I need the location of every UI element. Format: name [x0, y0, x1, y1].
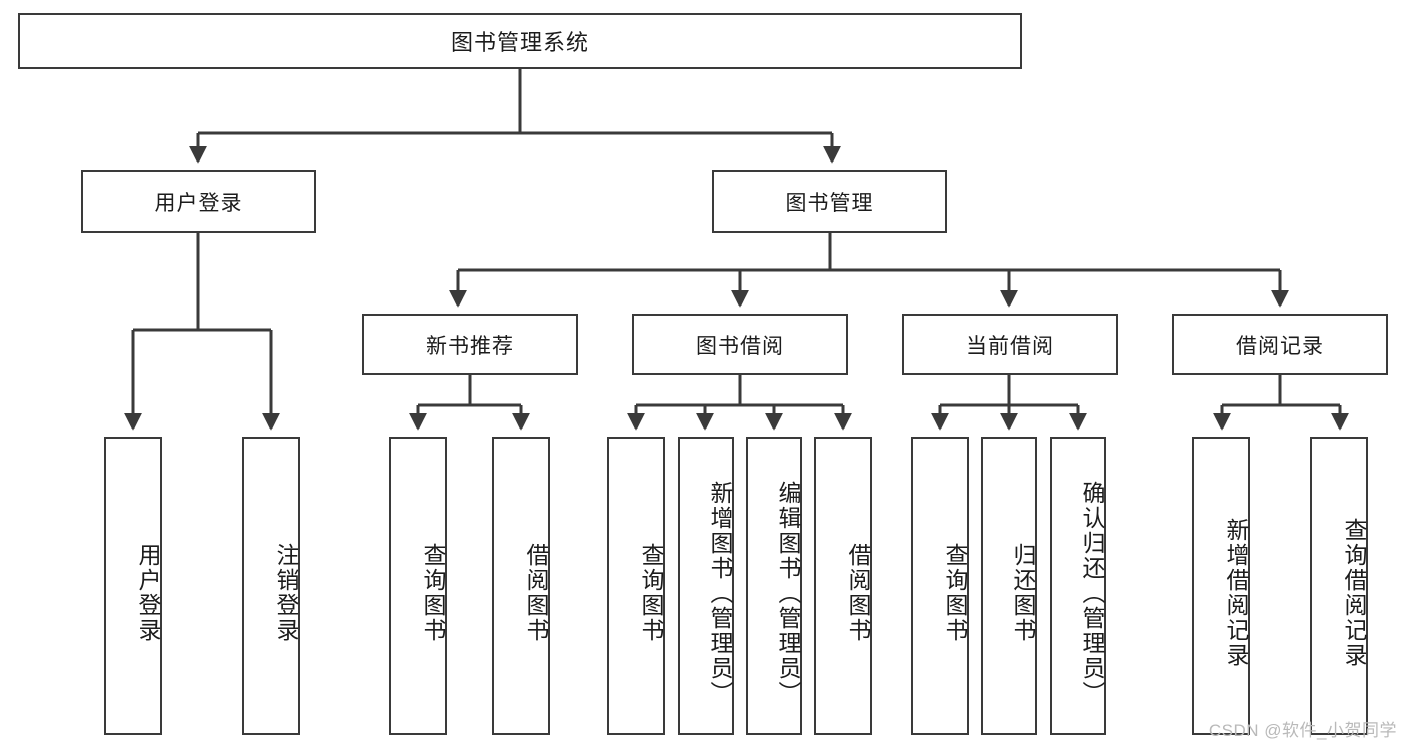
- node-label: 归还图书: [1010, 543, 1036, 643]
- leaf-record-query-borrow-record[interactable]: 查询借阅记录: [1310, 437, 1368, 735]
- node-label: 借阅图书: [523, 543, 549, 643]
- node-label: 图书借阅: [696, 334, 784, 358]
- node-label: 注销登录: [273, 543, 299, 643]
- watermark-text: CSDN @软件_小贺同学: [1208, 721, 1397, 740]
- node-current-borrow[interactable]: 当前借阅: [902, 314, 1118, 375]
- leaf-borrow-query-book[interactable]: 查询图书: [607, 437, 665, 735]
- node-book-management[interactable]: 图书管理: [712, 170, 947, 233]
- node-user-login[interactable]: 用户登录: [81, 170, 316, 233]
- leaf-borrow-edit-book-admin[interactable]: 编辑图书（管理员）: [746, 437, 802, 735]
- node-label: 查询借阅记录: [1341, 518, 1367, 668]
- leaf-current-confirm-return-admin[interactable]: 确认归还（管理员）: [1050, 437, 1106, 735]
- leaf-recommend-borrow-book[interactable]: 借阅图书: [492, 437, 550, 735]
- node-label: 用户登录: [135, 543, 161, 643]
- node-label: 图书管理: [785, 191, 874, 215]
- node-root-system[interactable]: 图书管理系统: [18, 13, 1022, 69]
- node-label: 当前借阅: [966, 334, 1054, 358]
- node-borrow-record[interactable]: 借阅记录: [1172, 314, 1388, 375]
- leaf-current-query-book[interactable]: 查询图书: [911, 437, 969, 735]
- node-label: 新增借阅记录: [1223, 518, 1249, 668]
- node-label: 编辑图书（管理员）: [775, 480, 801, 706]
- leaf-recommend-query-book[interactable]: 查询图书: [389, 437, 447, 735]
- node-label: 新书推荐: [426, 334, 514, 358]
- leaf-current-return-book[interactable]: 归还图书: [981, 437, 1037, 735]
- leaf-user-login[interactable]: 用户登录: [104, 437, 162, 735]
- node-label: 借阅图书: [845, 543, 871, 643]
- node-label: 查询图书: [638, 543, 664, 643]
- node-label: 图书管理系统: [450, 30, 589, 55]
- leaf-borrow-borrow-book[interactable]: 借阅图书: [814, 437, 872, 735]
- node-new-book-recommend[interactable]: 新书推荐: [362, 314, 578, 375]
- node-book-borrow[interactable]: 图书借阅: [632, 314, 848, 375]
- node-label: 查询图书: [420, 543, 446, 643]
- node-label: 用户登录: [154, 191, 243, 215]
- node-label: 借阅记录: [1236, 334, 1324, 358]
- node-label: 确认归还（管理员）: [1079, 480, 1105, 706]
- leaf-borrow-add-book-admin[interactable]: 新增图书（管理员）: [678, 437, 734, 735]
- leaf-record-add-borrow-record[interactable]: 新增借阅记录: [1192, 437, 1250, 735]
- node-label: 查询图书: [942, 543, 968, 643]
- node-label: 新增图书（管理员）: [707, 480, 733, 706]
- leaf-user-logout[interactable]: 注销登录: [242, 437, 300, 735]
